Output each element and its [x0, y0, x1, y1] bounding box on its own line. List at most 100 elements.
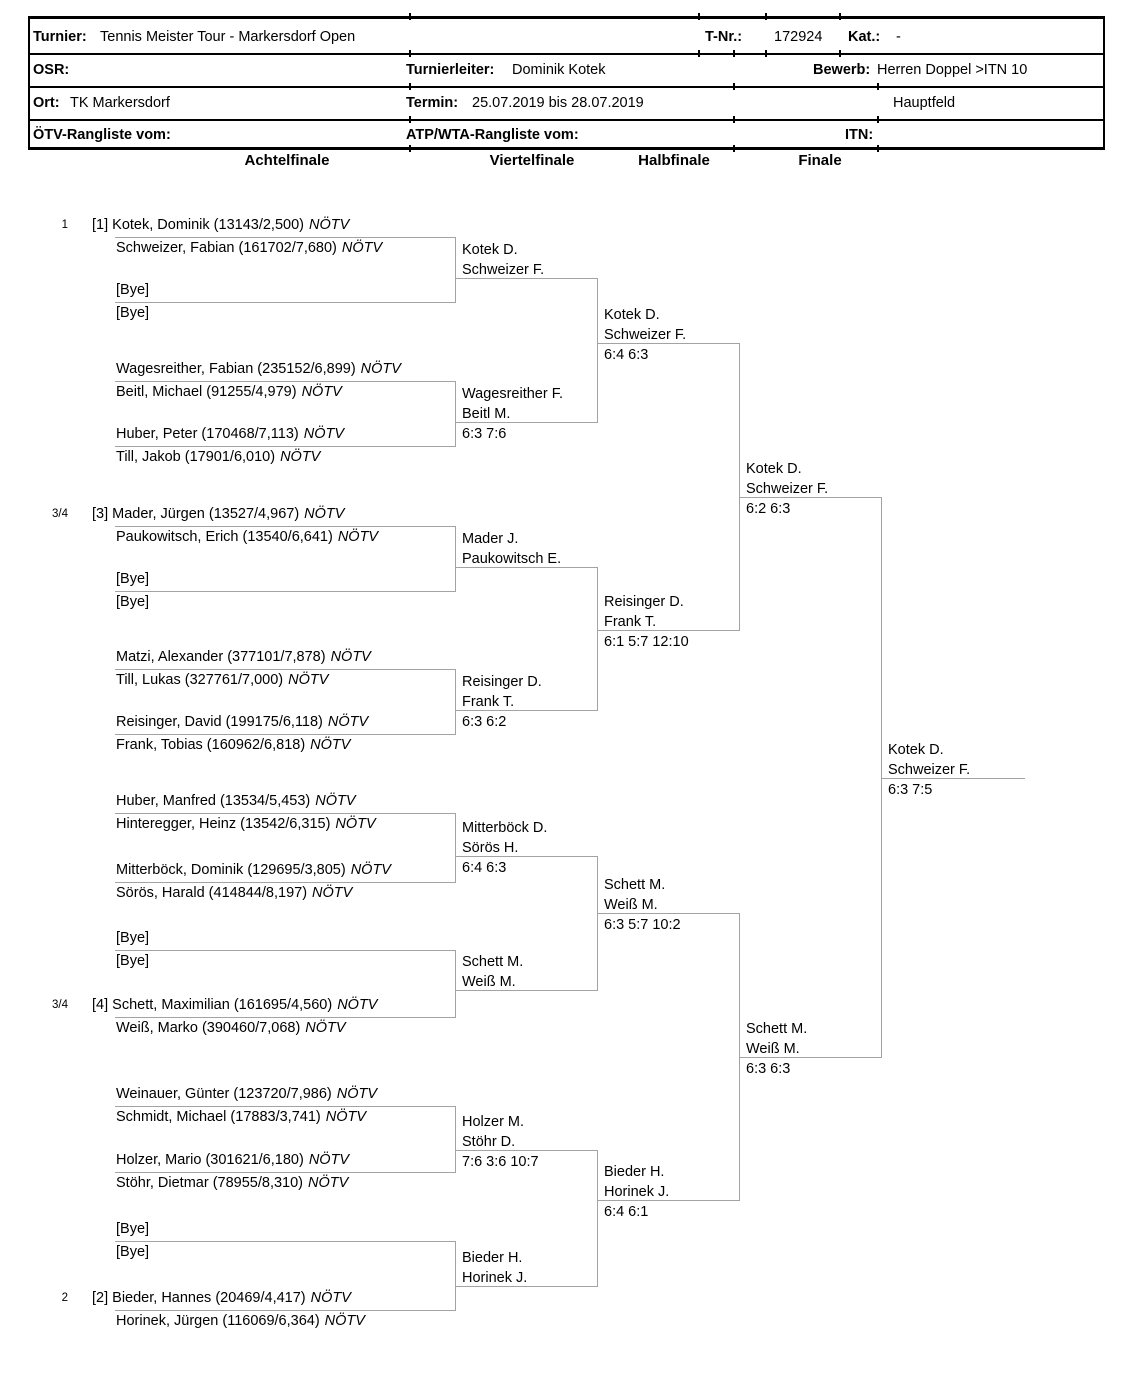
player-name: Schweizer F.	[604, 327, 687, 343]
grid-tick	[839, 50, 841, 57]
oetv-rangliste-label: ÖTV-Rangliste vom:	[33, 127, 171, 143]
turnierleiter-label: Turnierleiter:	[406, 62, 495, 78]
assoc-label: NÖTV	[301, 384, 342, 400]
round-header-halbfinale: Halbfinale	[638, 152, 710, 169]
grid-tick	[877, 83, 879, 90]
winner-player2: Frank T.	[462, 693, 514, 711]
player-name: [4] Schett, Maximilian (161695/4,560)	[92, 997, 333, 1013]
row-separator	[30, 86, 1103, 88]
player-name: Paukowitsch, Erich (13540/6,641)	[116, 529, 333, 545]
entry-player2: Till, Jakob (17901/6,010)NÖTV	[116, 448, 320, 466]
entry-player1: Reisinger, David (199175/6,118)NÖTV	[116, 713, 368, 731]
entry-slot-line	[115, 1310, 455, 1311]
player-name: Matzi, Alexander (377101/7,878)	[116, 649, 326, 665]
grid-tick	[733, 83, 735, 90]
player-name: Schett M.	[604, 877, 666, 893]
turnier-value: Tennis Meister Tour - Markersdorf Open	[100, 29, 356, 45]
entry-player1: Huber, Manfred (13534/5,453)NÖTV	[116, 792, 356, 810]
winner-slot-line	[455, 567, 597, 568]
player-name: 6:2 6:3	[746, 501, 791, 517]
player-name: Hinteregger, Heinz (13542/6,315)	[116, 816, 331, 832]
entry-player1: [Bye]	[116, 570, 154, 588]
entry-player2: Schmidt, Michael (17883/3,741)NÖTV	[116, 1108, 366, 1126]
player-name: Mitterböck, Dominik (129695/3,805)	[116, 862, 346, 878]
entry-player1: Huber, Peter (170468/7,113)NÖTV	[116, 425, 344, 443]
assoc-label: NÖTV	[360, 361, 401, 377]
entry-player2: [Bye]	[116, 952, 154, 970]
entry-player2: Horinek, Jürgen (116069/6,364)NÖTV	[116, 1312, 365, 1330]
player-name: Horinek J.	[462, 1270, 528, 1286]
player-name: Horinek J.	[604, 1184, 670, 1200]
grid-tick	[698, 13, 700, 20]
entry-player2: Beitl, Michael (91255/4,979)NÖTV	[116, 383, 342, 401]
player-name: Horinek, Jürgen (116069/6,364)	[116, 1313, 320, 1329]
entry-slot-line	[115, 446, 455, 447]
winner-slot-line	[455, 856, 597, 857]
match-score: 7:6 3:6 10:7	[462, 1153, 539, 1171]
player-name: Wagesreither F.	[462, 386, 563, 402]
entry-slot-line	[115, 950, 455, 951]
winner-player1: Bieder H.	[462, 1249, 522, 1267]
winner-slot-line	[739, 497, 881, 498]
entry-player2: [Bye]	[116, 1243, 154, 1261]
entry-player2: Weiß, Marko (390460/7,068)NÖTV	[116, 1019, 346, 1037]
assoc-label: NÖTV	[312, 885, 353, 901]
winner-player2: Stöhr D.	[462, 1133, 515, 1151]
match-score: 6:3 7:6	[462, 425, 506, 443]
match-score: 6:3 6:3	[746, 1060, 790, 1078]
seed-number: 2	[61, 1292, 68, 1304]
winner-slot-line	[597, 913, 739, 914]
assoc-label: NÖTV	[308, 217, 350, 233]
assoc-label: NÖTV	[335, 816, 376, 832]
winner-player1: Kotek D.	[888, 741, 944, 759]
round-header-viertelfinale: Viertelfinale	[489, 152, 575, 169]
entry-player2: Hinteregger, Heinz (13542/6,315)NÖTV	[116, 815, 376, 833]
grid-tick	[733, 145, 735, 152]
winner-slot-line	[597, 630, 739, 631]
r16-match-connector	[455, 526, 456, 592]
winner-player2: Frank T.	[604, 613, 656, 631]
assoc-label: NÖTV	[303, 426, 344, 442]
entry-player1: [1] Kotek, Dominik (13143/2,500)NÖTV	[92, 216, 349, 234]
entry-slot-line	[115, 526, 455, 527]
winner-player1: Mitterböck D.	[462, 819, 547, 837]
player-name: Sörös H.	[462, 840, 519, 856]
r16-match-connector	[455, 1106, 456, 1173]
grid-tick	[409, 50, 411, 57]
entry-player2: [Bye]	[116, 593, 154, 611]
ort-value: TK Markersdorf	[70, 95, 170, 111]
termin-value: 25.07.2019 bis 28.07.2019	[472, 95, 644, 111]
player-name: Schweizer, Fabian (161702/7,680)	[116, 240, 337, 256]
player-name: Weiß M.	[604, 897, 658, 913]
player-name: Schmidt, Michael (17883/3,741)	[116, 1109, 321, 1125]
winner-slot-line	[455, 710, 597, 711]
player-name: 6:3 5:7 10:2	[604, 917, 681, 933]
winner-player1: Bieder H.	[604, 1163, 664, 1181]
player-name: 6:3 7:5	[888, 782, 933, 798]
winner-slot-line	[455, 422, 597, 423]
entry-player1: [3] Mader, Jürgen (13527/4,967)NÖTV	[92, 505, 344, 523]
qf-match-connector	[597, 567, 598, 711]
qf-match-connector	[597, 1150, 598, 1287]
winner-player2: Weiß M.	[604, 896, 658, 914]
entry-slot-line	[115, 1017, 455, 1018]
winner-slot-line	[455, 1150, 597, 1151]
grid-tick	[409, 13, 411, 20]
entry-slot-line	[115, 669, 455, 670]
sf-match-connector	[739, 343, 740, 631]
assoc-label: NÖTV	[315, 793, 356, 809]
winner-slot-line	[881, 778, 1025, 779]
player-name: 6:3 6:3	[746, 1061, 791, 1077]
player-name: Bieder H.	[462, 1250, 523, 1266]
turnier-label: Turnier:	[33, 29, 87, 45]
player-name: Bieder H.	[604, 1164, 665, 1180]
seed-number: 3/4	[52, 508, 68, 520]
entry-slot-line	[115, 1172, 455, 1173]
player-name: [1] Kotek, Dominik (13143/2,500)	[92, 217, 304, 233]
bewerb-label: Bewerb:	[813, 62, 871, 78]
osr-label: OSR:	[33, 62, 70, 78]
winner-player2: Sörös H.	[462, 839, 518, 857]
player-name: Stöhr, Dietmar (78955/8,310)	[116, 1175, 303, 1191]
grid-tick	[733, 116, 735, 123]
entry-player2: Till, Lukas (327761/7,000)NÖTV	[116, 671, 328, 689]
